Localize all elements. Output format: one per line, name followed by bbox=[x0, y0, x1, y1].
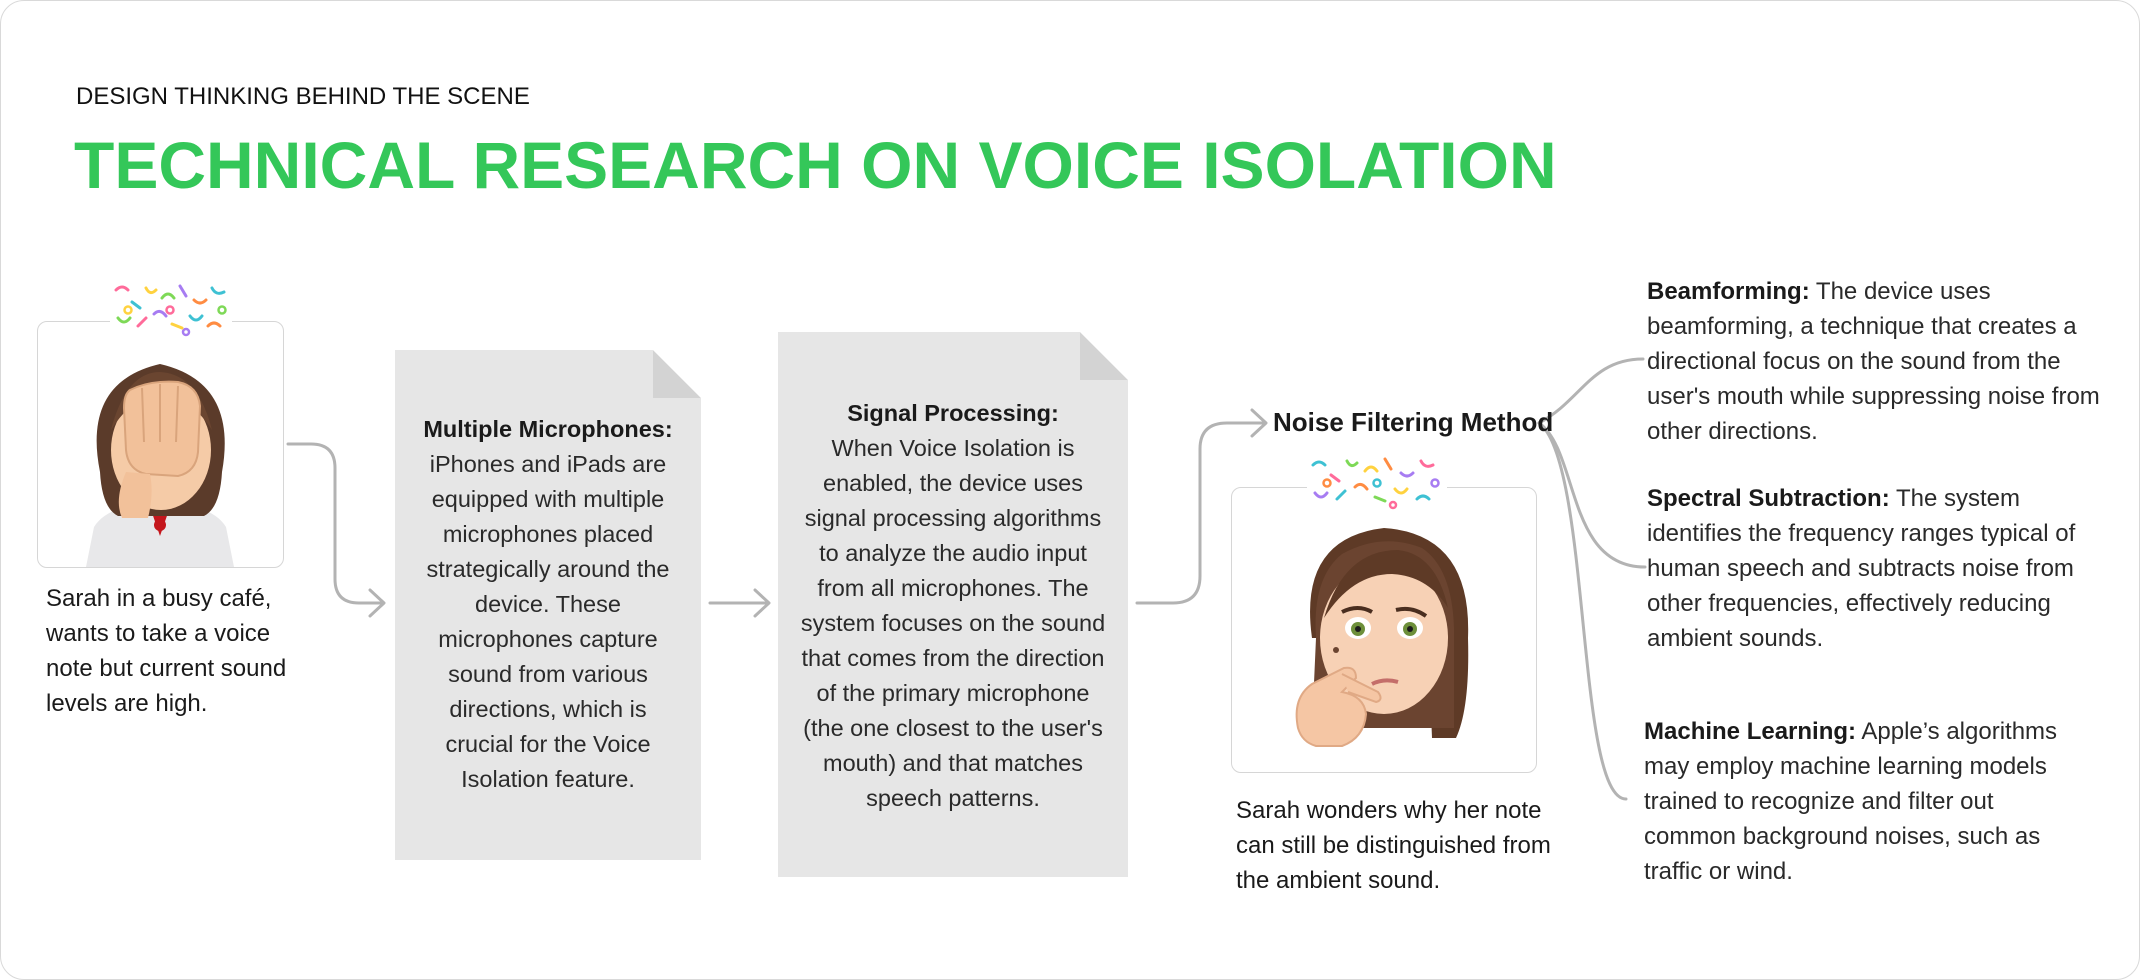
step-card-signal-processing: Signal Processing: When Voice Isolation … bbox=[778, 332, 1128, 877]
branch-machine-learning bbox=[1537, 421, 1628, 801]
step-body: When Voice Isolation is enabled, the dev… bbox=[800, 435, 1106, 811]
step-heading: Signal Processing: bbox=[847, 400, 1059, 426]
scene-photo-card bbox=[37, 321, 284, 568]
connector-scene-to-microphones bbox=[286, 442, 385, 605]
branch-spectral-subtraction bbox=[1537, 421, 1647, 569]
method-photo-card bbox=[1231, 487, 1537, 773]
connector-processing-to-method bbox=[1135, 421, 1267, 605]
step-heading: Multiple Microphones: bbox=[423, 416, 673, 442]
method-item-machine-learning: Machine Learning: Apple’s algorithms may… bbox=[1644, 714, 2084, 889]
method-item-beamforming: Beamforming: The device uses beamforming… bbox=[1647, 274, 2107, 449]
method-item-heading: Machine Learning: bbox=[1644, 718, 1857, 745]
step-card-microphones: Multiple Microphones: iPhones and iPads … bbox=[395, 350, 701, 860]
method-item-heading: Spectral Subtraction: bbox=[1647, 485, 1890, 512]
arrowhead-processing bbox=[753, 588, 771, 618]
page-fold-icon bbox=[653, 350, 701, 398]
step-body: iPhones and iPads are equipped with mult… bbox=[426, 451, 670, 792]
method-item-body: Apple’s algorithms may employ machine le… bbox=[1644, 718, 2058, 885]
facepalm-avatar-icon bbox=[86, 364, 234, 567]
method-item-spectral-subtraction: Spectral Subtraction: The system identif… bbox=[1647, 481, 2107, 656]
method-caption: Sarah wonders why her note can still be … bbox=[1236, 797, 1551, 894]
arrowhead-method bbox=[1250, 408, 1268, 438]
branch-beamforming bbox=[1537, 357, 1645, 425]
scene-caption: Sarah in a busy café, wants to take a vo… bbox=[46, 585, 287, 717]
thinking-avatar-icon bbox=[1295, 528, 1469, 747]
page-title: TECHNICAL RESEARCH ON VOICE ISOLATION bbox=[74, 128, 1557, 202]
method-item-heading: Beamforming: bbox=[1647, 278, 1810, 305]
arrowhead-microphones bbox=[368, 588, 386, 618]
confetti-sticker bbox=[1307, 453, 1447, 511]
confetti-sticker bbox=[110, 280, 232, 338]
method-item-body: The device uses beamforming, a technique… bbox=[1647, 278, 2100, 445]
method-item-body: The system identifies the frequency rang… bbox=[1647, 485, 2076, 652]
page-fold-icon bbox=[1080, 332, 1128, 380]
method-title: Noise Filtering Method bbox=[1273, 407, 1554, 437]
section-kicker: DESIGN THINKING BEHIND THE SCENE bbox=[76, 83, 530, 110]
